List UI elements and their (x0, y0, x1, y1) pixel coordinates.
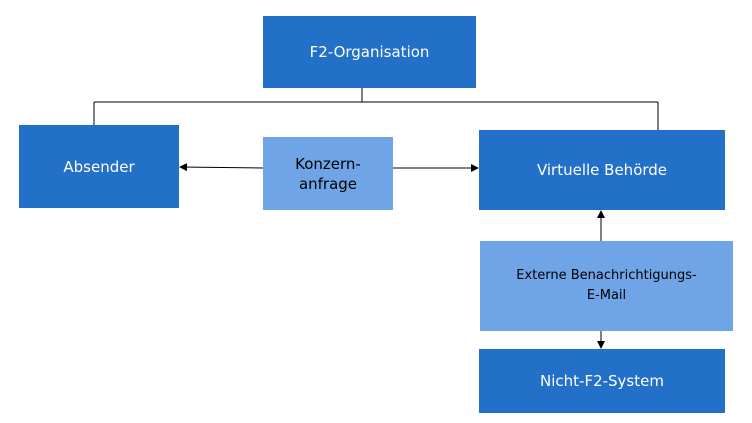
virtual-authority-label: Virtuelle Behörde (536, 161, 668, 179)
external-email-box: Externe Benachrichtigungs- E-Mail (480, 241, 733, 331)
f2-organisation-label: F2-Organisation (309, 43, 430, 61)
arrow-to-sender (179, 163, 264, 172)
sender-box: Absender (19, 125, 179, 208)
non-f2-system-box: Nicht-F2-System (479, 349, 725, 413)
non-f2-system-label: Nicht-F2-System (540, 372, 664, 390)
group-request-label: Konzern- anfrage (295, 154, 361, 193)
virtual-authority-box: Virtuelle Behörde (479, 130, 725, 210)
sender-label: Absender (63, 157, 135, 176)
group-request-box: Konzern- anfrage (263, 137, 393, 210)
external-email-label: Externe Benachrichtigungs- E-Mail (516, 268, 697, 303)
f2-organisation-box: F2-Organisation (263, 16, 476, 88)
